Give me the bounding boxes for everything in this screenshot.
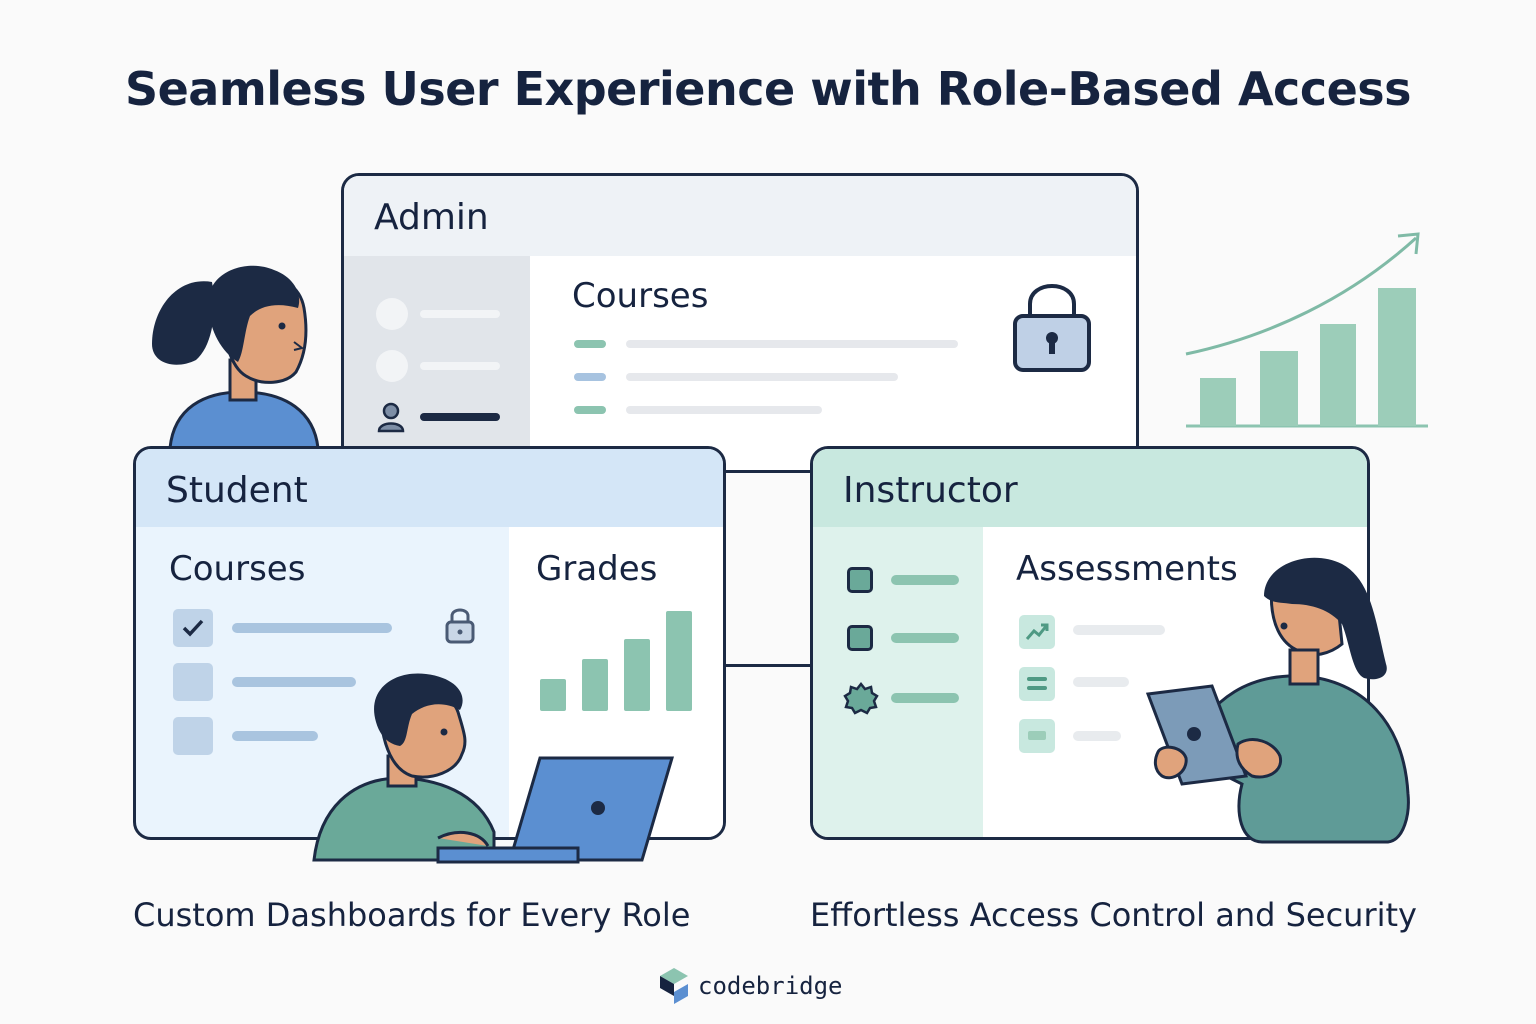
list-item [626, 373, 898, 381]
instructor-sidebar [813, 527, 983, 837]
admin-courses-heading: Courses [572, 276, 709, 316]
grades-bar-chart [540, 611, 692, 711]
document-icon [1028, 731, 1046, 740]
student-courses-heading: Courses [169, 549, 306, 589]
sidebar-item-active[interactable] [420, 413, 500, 421]
course-item [232, 677, 356, 687]
admin-header: Admin [344, 176, 1136, 256]
admin-panel: Admin Courses [341, 173, 1139, 473]
checkbox[interactable] [847, 567, 873, 593]
caption-emphasis: Effortless [810, 896, 960, 934]
avatar [376, 350, 408, 382]
list-item [626, 406, 822, 414]
sidebar-item[interactable] [420, 362, 500, 370]
checkmark-icon [182, 619, 204, 637]
avatar [376, 298, 408, 330]
checkbox[interactable] [173, 663, 213, 701]
sidebar-item[interactable] [891, 633, 959, 643]
admin-sidebar [344, 256, 530, 470]
growth-chart-icon [1185, 232, 1428, 428]
assessment-item [1073, 677, 1129, 687]
checkbox[interactable] [847, 625, 873, 651]
codebridge-logo-icon [660, 968, 688, 1004]
logo-text: codebridge [698, 972, 843, 1000]
student-grades-heading: Grades [536, 549, 658, 589]
instructor-user-illustration [1145, 557, 1410, 844]
sidebar-item[interactable] [891, 693, 959, 703]
student-header: Student [136, 449, 723, 527]
page-title: Seamless User Experience with Role-Based… [124, 62, 1412, 116]
admin-user-illustration [152, 265, 320, 448]
assessment-item [1073, 625, 1165, 635]
caption-access-control: Effortless Access Control and Security [810, 896, 1417, 934]
assessment-item-icon [1019, 719, 1055, 753]
assessments-heading: Assessments [1016, 549, 1238, 589]
list-marker [574, 373, 606, 381]
codebridge-logo: codebridge [658, 966, 843, 1006]
trend-icon [1025, 623, 1049, 640]
student-user-illustration [312, 673, 675, 864]
checkbox[interactable] [173, 717, 213, 755]
instructor-header: Instructor [813, 449, 1367, 527]
assessment-item-icon [1019, 667, 1055, 701]
list-marker [574, 340, 606, 348]
user-icon [377, 402, 405, 433]
checkbox-checked[interactable] [173, 609, 213, 647]
list-icon [1027, 677, 1047, 690]
course-item [232, 623, 392, 633]
connector-line [722, 664, 814, 667]
list-item [626, 340, 958, 348]
sidebar-item[interactable] [891, 575, 959, 585]
list-marker [574, 406, 606, 414]
lock-icon [1013, 284, 1091, 372]
assessment-item [1073, 731, 1121, 741]
course-item [232, 731, 318, 741]
gear-icon[interactable] [843, 681, 879, 717]
assessment-item-icon [1019, 615, 1055, 649]
caption-custom-dashboards: Custom Dashboards for Every Role [133, 896, 691, 934]
caption-rest: Access Control and Security [959, 896, 1417, 934]
lock-icon [445, 608, 475, 644]
sidebar-item[interactable] [420, 310, 500, 318]
